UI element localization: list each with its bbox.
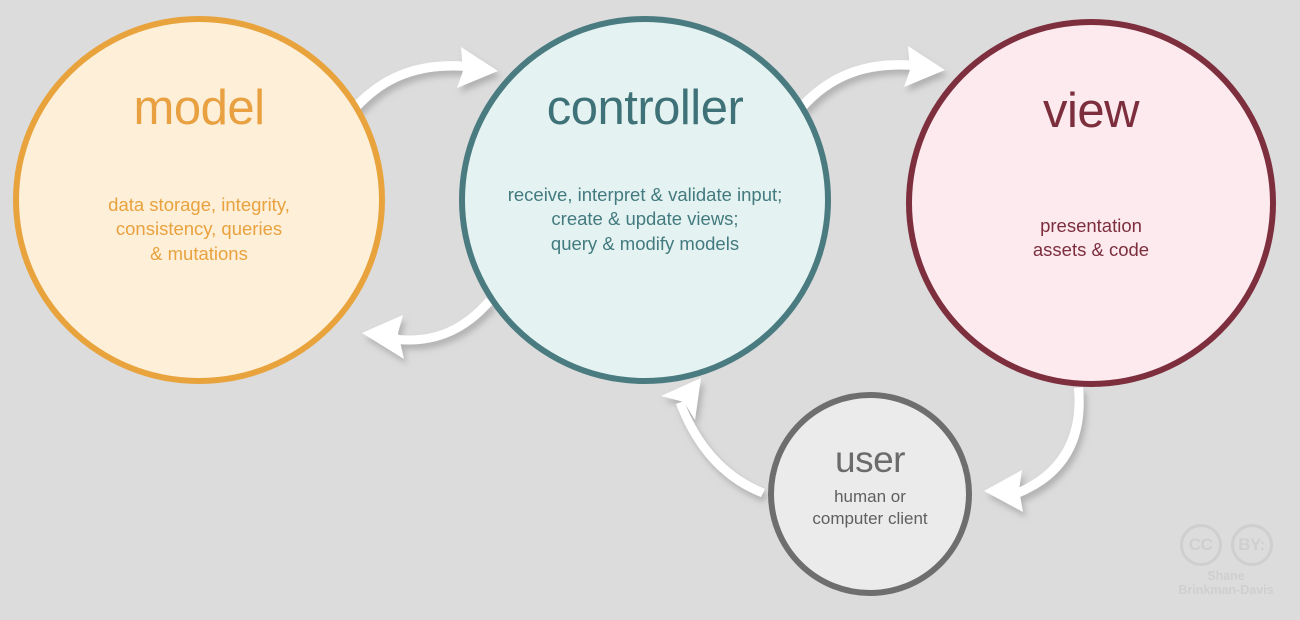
creative-commons-icon: CC [1179, 524, 1222, 566]
node-controller-title: controller [546, 81, 744, 135]
cc-mark-group: CC BY: [1179, 524, 1273, 566]
node-user-title: user [835, 439, 905, 480]
node-controller[interactable]: controller receive, interpret & validate… [459, 16, 831, 384]
node-controller-description: receive, interpret & validate input; cre… [507, 184, 783, 254]
node-view[interactable]: view presentation assets & code [906, 19, 1276, 387]
creative-commons-watermark: CC BY: Shane Brinkman-Davis [1164, 524, 1288, 612]
node-model-description: data storage, integrity, consistency, qu… [108, 194, 290, 264]
node-user-description: human or computer client [812, 487, 928, 529]
watermark-credit-line-1: Shane [1207, 569, 1245, 583]
watermark-credit-line-2: Brinkman-Davis [1178, 583, 1274, 598]
attribution-by-icon: BY: [1230, 524, 1273, 566]
node-view-description: presentation assets & code [1032, 215, 1150, 261]
node-model[interactable]: model data storage, integrity, consisten… [13, 16, 385, 384]
node-view-title: view [1042, 84, 1140, 138]
node-model-title: model [133, 81, 265, 135]
node-user[interactable]: user human or computer client [768, 392, 972, 596]
